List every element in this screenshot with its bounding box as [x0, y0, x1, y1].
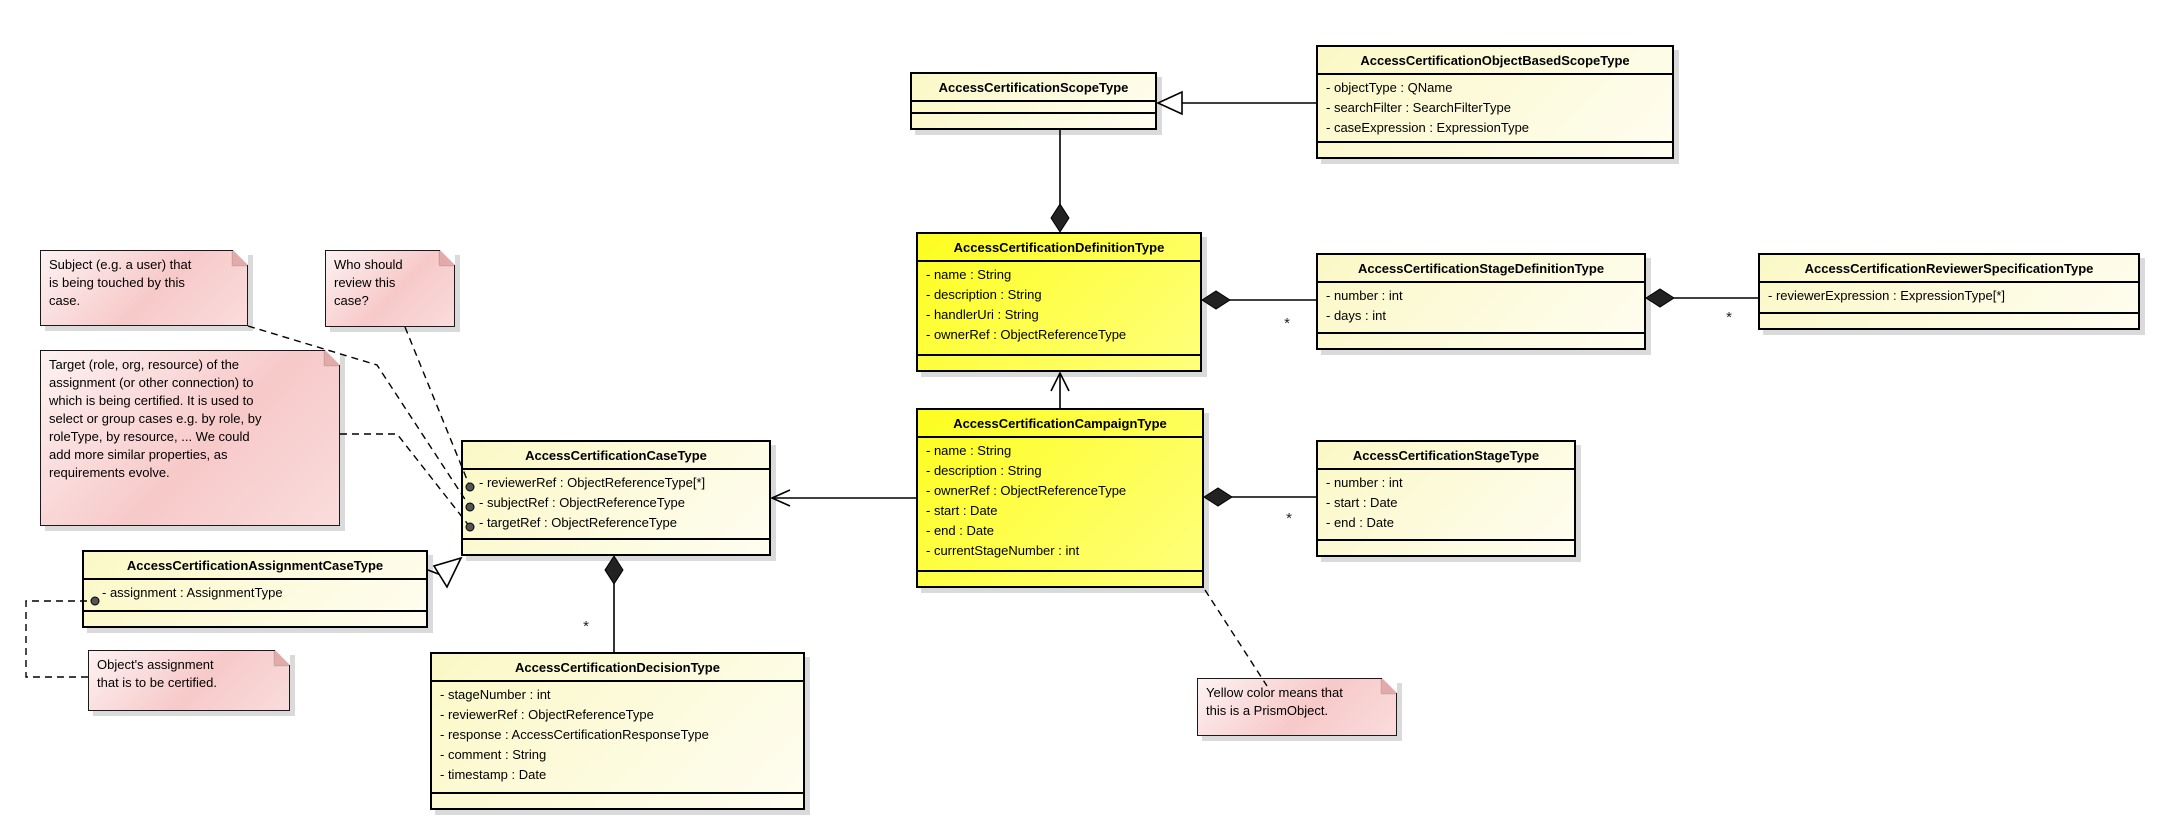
attribute: - number : int [1326, 288, 1403, 303]
class-access-certification-definition-type[interactable]: AccessCertificationDefinitionType - name… [916, 232, 1202, 372]
attribute: - targetRef : ObjectReferenceType [479, 515, 677, 530]
class-operations-empty [1318, 332, 1644, 348]
note-link-target [340, 433, 471, 528]
class-attributes: - name : String - description : String -… [918, 436, 1202, 570]
attribute: - start : Date [1326, 495, 1398, 510]
class-access-certification-stage-definition-type[interactable]: AccessCertificationStageDefinitionType -… [1316, 253, 1646, 350]
attribute: - description : String [926, 287, 1042, 302]
class-title: AccessCertificationReviewerSpecification… [1804, 261, 2094, 276]
multiplicity-star: * [1286, 510, 1292, 527]
attribute: - currentStageNumber : int [926, 543, 1080, 558]
open-arrowhead-icon [1050, 371, 1070, 392]
generalization-triangle-icon [432, 556, 463, 589]
attribute: - number : int [1326, 475, 1403, 490]
class-access-certification-scope-type[interactable]: AccessCertificationScopeType [910, 72, 1157, 130]
note-yellow-prism-object[interactable]: Yellow color means that this is a PrismO… [1197, 678, 1397, 736]
attribute: - comment : String [440, 747, 547, 762]
multiplicity-star: * [1726, 309, 1732, 326]
class-attributes: - stageNumber : int - reviewerRef : Obje… [432, 680, 803, 792]
class-access-certification-assignment-case-type[interactable]: AccessCertificationAssignmentCaseType - … [82, 550, 428, 628]
class-title: AccessCertificationCaseType [525, 448, 707, 463]
class-operations-empty [1318, 141, 1672, 157]
attribute: - end : Date [1326, 515, 1394, 530]
attribute: - start : Date [926, 503, 998, 518]
class-access-certification-case-type[interactable]: AccessCertificationCaseType - reviewerRe… [461, 440, 771, 556]
multiplicity-star: * [583, 618, 589, 635]
attribute: - days : int [1326, 308, 1386, 323]
attribute: - handlerUri : String [926, 307, 1039, 322]
attribute: - caseExpression : ExpressionType [1326, 120, 1530, 135]
note-objects-assignment[interactable]: Object's assignment that is to be certif… [88, 650, 290, 711]
note-link-yellow-prism-object [1204, 589, 1268, 687]
note-target[interactable]: Target (role, org, resource) of the assi… [40, 350, 340, 526]
attribute: - name : String [926, 267, 1012, 282]
class-attributes: - assignment : AssignmentType [84, 578, 426, 610]
class-title: AccessCertificationStageDefinitionType [1357, 261, 1605, 276]
attribute: - ownerRef : ObjectReferenceType [926, 483, 1127, 498]
attribute: - timestamp : Date [440, 767, 547, 782]
note-text: Target (role, org, resource) of the assi… [49, 357, 262, 480]
generalization-triangle-icon [1156, 90, 1183, 116]
class-attributes: - reviewerRef : ObjectReferenceType[*] -… [463, 468, 769, 538]
attribute: - description : String [926, 463, 1042, 478]
class-title: AccessCertificationCampaignType [953, 416, 1167, 431]
class-attributes: - reviewerExpression : ExpressionType[*] [1760, 281, 2138, 312]
note-text: Who should review this case? [334, 257, 403, 308]
class-operations-empty [463, 538, 769, 554]
note-who-should-review[interactable]: Who should review this case? [325, 250, 455, 327]
class-title: AccessCertificationObjectBasedScopeType [1360, 53, 1630, 68]
composition-diamond-icon [1050, 203, 1070, 233]
attribute: - ownerRef : ObjectReferenceType [926, 327, 1127, 342]
attribute: - reviewerRef : ObjectReferenceType[*] [479, 475, 706, 490]
class-attributes-empty [912, 100, 1155, 112]
class-attributes: - objectType : QName - searchFilter : Se… [1318, 73, 1672, 141]
class-operations-empty [1318, 539, 1574, 555]
class-title: AccessCertificationAssignmentCaseType [126, 558, 384, 573]
note-subject[interactable]: Subject (e.g. a user) that is being touc… [40, 250, 248, 326]
note-text: Subject (e.g. a user) that is being touc… [49, 257, 192, 308]
class-operations-empty [1760, 312, 2138, 328]
class-access-certification-decision-type[interactable]: AccessCertificationDecisionType - stageN… [430, 652, 805, 810]
class-operations-empty [912, 112, 1155, 128]
class-title: AccessCertificationDefinitionType [953, 240, 1165, 255]
composition-diamond-icon [1645, 288, 1675, 308]
class-operations-empty [432, 792, 803, 808]
attribute: - objectType : QName [1326, 80, 1453, 95]
class-operations-empty [918, 354, 1200, 370]
generalization-line [427, 569, 442, 576]
note-text: Yellow color means that this is a PrismO… [1206, 685, 1343, 718]
composition-diamond-icon [1203, 487, 1233, 507]
class-attributes: - number : int - days : int [1318, 281, 1644, 332]
attribute: - assignment : AssignmentType [102, 585, 283, 600]
attribute: - end : Date [926, 523, 994, 538]
multiplicity-star: * [1284, 315, 1290, 332]
composition-diamond-icon [1201, 290, 1231, 310]
class-access-certification-object-based-scope-type[interactable]: AccessCertificationObjectBasedScopeType … [1316, 45, 1674, 159]
class-access-certification-reviewer-specification-type[interactable]: AccessCertificationReviewerSpecification… [1758, 253, 2140, 330]
composition-diamond-icon [604, 555, 624, 585]
class-attributes: - name : String - description : String -… [918, 260, 1200, 354]
attribute: - reviewerRef : ObjectReferenceType [440, 707, 654, 722]
attribute: - subjectRef : ObjectReferenceType [479, 495, 685, 510]
class-title: AccessCertificationStageType [1352, 448, 1540, 463]
class-attributes: - number : int - start : Date - end : Da… [1318, 468, 1574, 539]
attribute: - name : String [926, 443, 1012, 458]
attribute: - stageNumber : int [440, 687, 551, 702]
note-text: Object's assignment that is to be certif… [97, 657, 217, 690]
class-access-certification-campaign-type[interactable]: AccessCertificationCampaignType - name :… [916, 408, 1204, 588]
class-access-certification-stage-type[interactable]: AccessCertificationStageType - number : … [1316, 440, 1576, 557]
attribute: - response : AccessCertificationResponse… [440, 727, 709, 742]
attribute: - searchFilter : SearchFilterType [1326, 100, 1511, 115]
attribute: - reviewerExpression : ExpressionType[*] [1768, 288, 2005, 303]
class-title: AccessCertificationDecisionType [515, 660, 720, 675]
open-arrowhead-icon [770, 489, 791, 507]
class-operations-empty [918, 570, 1202, 586]
class-operations-empty [84, 610, 426, 626]
class-title: AccessCertificationScopeType [938, 80, 1129, 95]
